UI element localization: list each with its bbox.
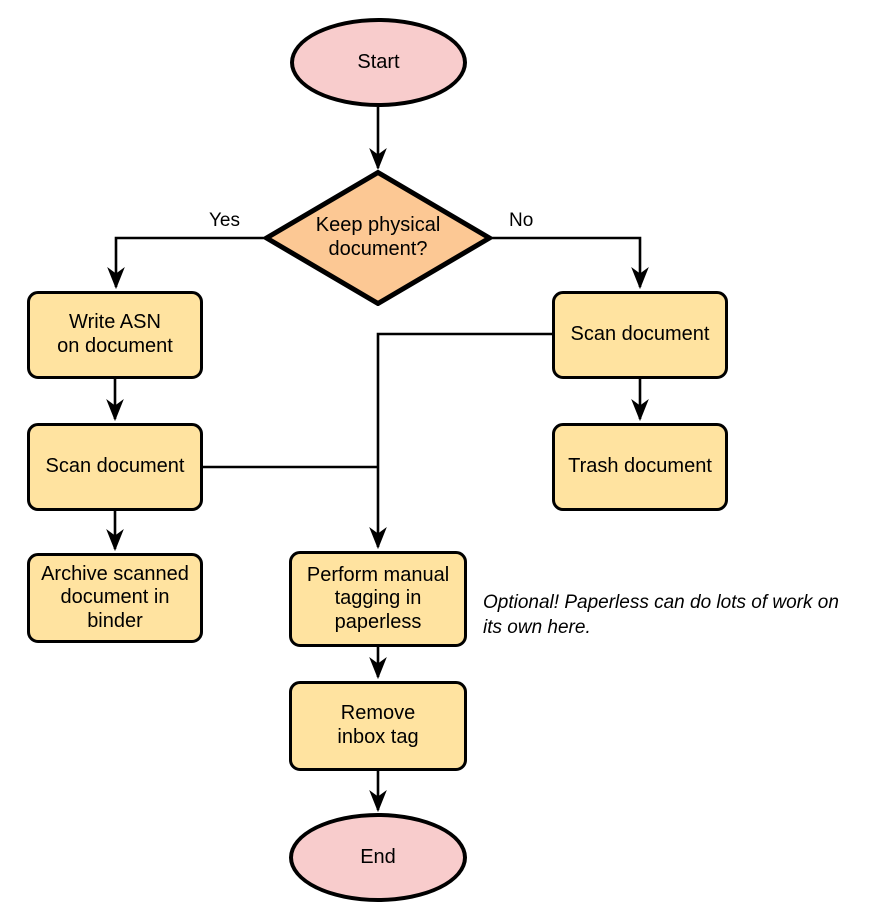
node-archive-label: Archive scanned document in binder (41, 562, 189, 632)
node-write-asn-label: Write ASN on document (57, 311, 173, 357)
node-end-label: End (360, 845, 396, 868)
node-remove-inbox-tag[interactable]: Remove inbox tag (289, 681, 467, 771)
node-start[interactable]: Start (290, 18, 467, 107)
node-start-label: Start (357, 50, 400, 73)
node-decision-keep-physical-document[interactable]: Keep physical document? (264, 170, 492, 306)
node-write-asn-on-document[interactable]: Write ASN on document (27, 291, 203, 379)
annotation-optional-note: Optional! Paperless can do lots of work … (483, 592, 839, 638)
node-trash-document[interactable]: Trash document (552, 423, 728, 511)
node-scan-document-right[interactable]: Scan document (552, 291, 728, 379)
node-end[interactable]: End (289, 813, 467, 902)
node-remove-inbox-tag-label: Remove inbox tag (337, 702, 419, 748)
edge-decision-no-to-scan-right (491, 236, 649, 290)
node-scan-document-left[interactable]: Scan document (27, 423, 203, 511)
node-scan-document-right-label: Scan document (570, 323, 710, 346)
node-scan-document-left-label: Scan document (45, 455, 185, 478)
node-decision-label: Keep physical document? (315, 214, 441, 260)
edge-scan-right-to-manual-tagging (369, 332, 552, 550)
edge-label-no: No (509, 210, 534, 231)
decision-diamond-shape (264, 170, 492, 306)
edge-label-yes: Yes (209, 210, 240, 231)
node-manual-tagging-label: Perform manual tagging in paperless (306, 563, 450, 633)
node-archive-scanned-document-in-binder[interactable]: Archive scanned document in binder (27, 553, 203, 643)
edge-decision-yes-to-write-asn (107, 236, 265, 290)
node-trash-document-label: Trash document (568, 455, 712, 478)
node-perform-manual-tagging-in-paperless[interactable]: Perform manual tagging in paperless (289, 551, 467, 647)
